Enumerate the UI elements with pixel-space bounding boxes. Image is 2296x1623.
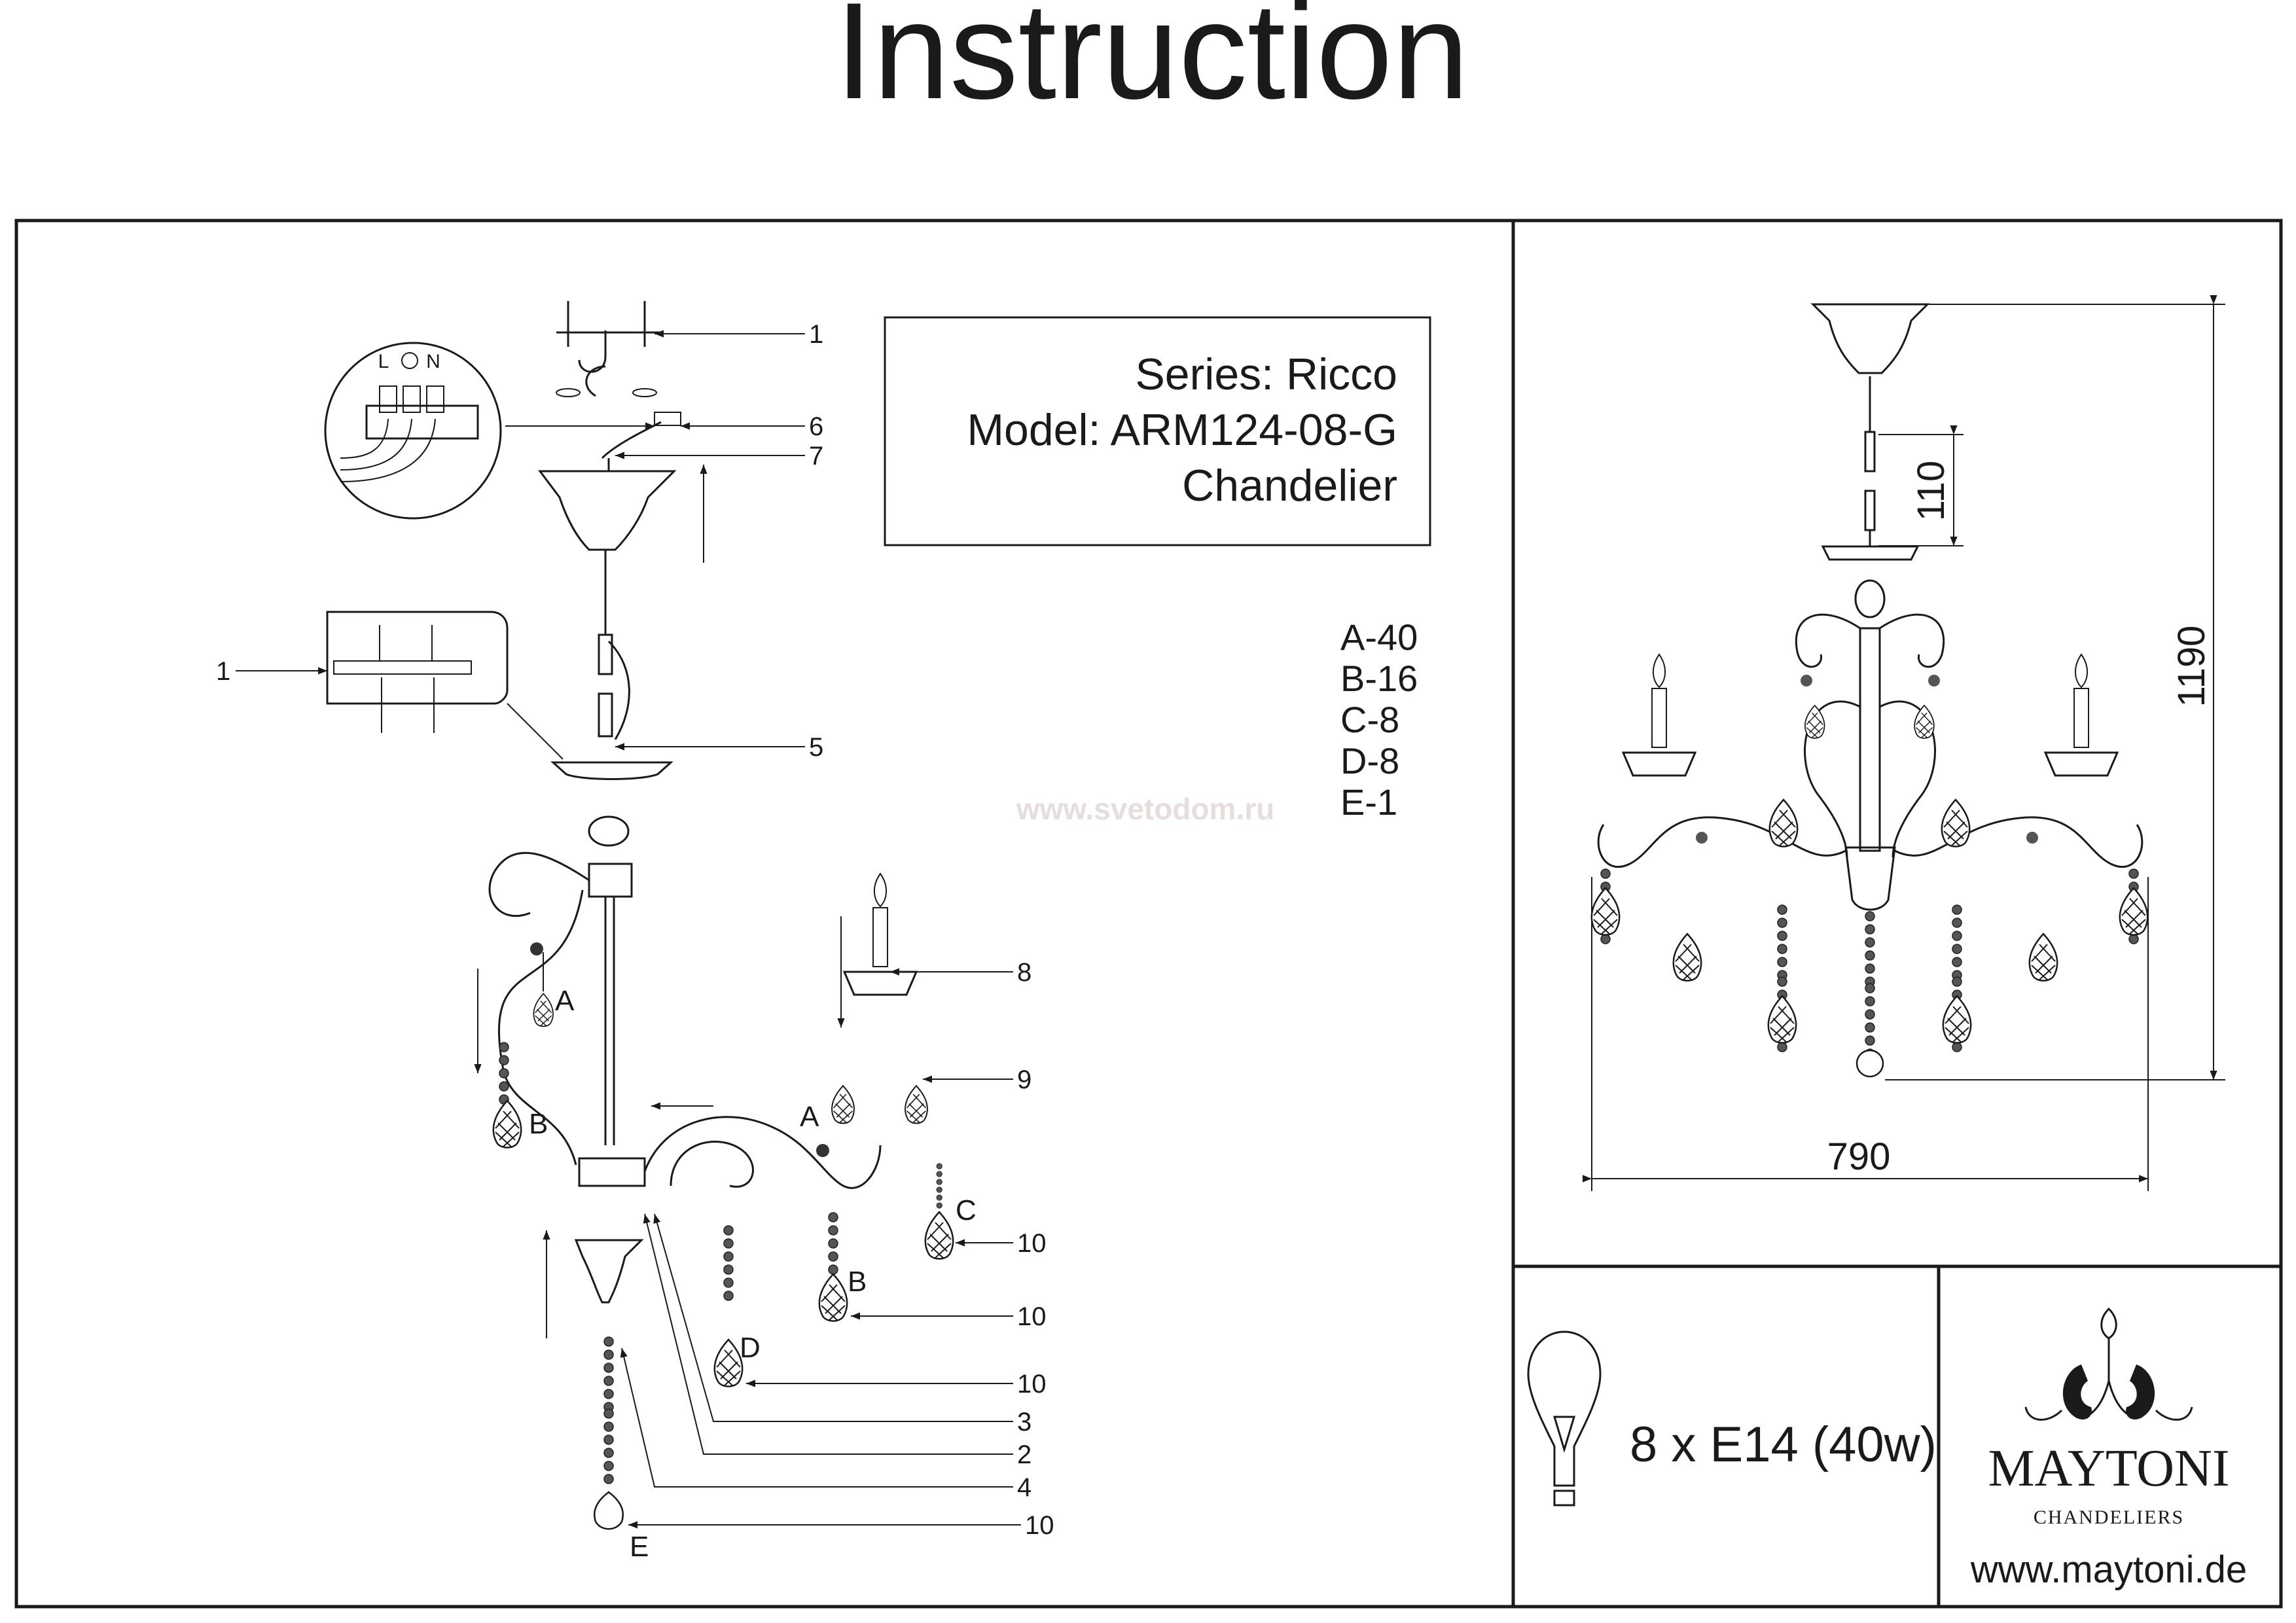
brand-tagline: CHANDELIERS (2034, 1507, 2184, 1528)
dimension-chain-length: 110 (1910, 461, 1952, 521)
parts-item: C-8 (1340, 699, 1399, 740)
terminal-live-label: L (378, 351, 389, 372)
series-label: Series: Ricco (1135, 349, 1397, 399)
terminal-neutral-label: N (426, 351, 440, 372)
crystal-label-e: E (630, 1531, 649, 1563)
crystal-label-d: D (740, 1332, 761, 1364)
model-label: Model: ARM124-08-G (967, 405, 1397, 455)
dimension-width: 790 (1827, 1135, 1891, 1178)
ground-icon (401, 352, 418, 369)
callout-8: 8 (1017, 958, 1031, 987)
maytoni-logo: MAYTONI CHANDELIERS (1988, 1307, 2230, 1528)
callout-2: 2 (1017, 1440, 1031, 1469)
dimension-drawing: 110 1190 790 (1583, 295, 2225, 1191)
info-box: Series: Ricco Model: ARM124-08-G Chandel… (884, 316, 1431, 546)
terminal-block-detail: L N (324, 342, 502, 520)
callout-6: 6 (809, 412, 823, 441)
callout-10: 10 (1025, 1511, 1054, 1540)
callout-3: 3 (1017, 1408, 1031, 1436)
bulb-icon (1527, 1330, 1602, 1507)
crystal-label-c: C (956, 1194, 977, 1226)
callout-1-top: 1 (809, 320, 823, 349)
callout-10: 10 (1017, 1370, 1047, 1399)
hook-bracket-icon (556, 301, 661, 397)
watermark: www.svetodom.ru (1016, 792, 1274, 826)
dimension-height: 1190 (2170, 626, 2213, 707)
crystal-label-a: A (800, 1101, 819, 1133)
product-type-label: Chandelier (1182, 461, 1397, 510)
parts-item: B-16 (1340, 658, 1418, 699)
brand-website[interactable]: www.maytoni.de (1970, 1548, 2247, 1591)
crystal-label-a: A (555, 985, 575, 1017)
callout-5: 5 (809, 733, 823, 762)
callout-10: 10 (1017, 1302, 1047, 1331)
parts-item: A-40 (1340, 616, 1418, 658)
crystal-label-b: B (848, 1266, 867, 1298)
crystal-label-b: B (529, 1108, 548, 1140)
callout-9: 9 (1017, 1065, 1031, 1094)
parts-item: D-8 (1340, 740, 1399, 781)
callout-10: 10 (1017, 1229, 1047, 1258)
bulb-spec-text: 8 x E14 (40w) (1630, 1417, 1937, 1472)
callout-1-left: 1 (216, 657, 230, 686)
canopy (538, 470, 677, 551)
brand-name: MAYTONI (1988, 1440, 2230, 1497)
callout-7: 7 (809, 442, 823, 471)
page-title: Instruction (835, 0, 1469, 128)
parts-list: A-40 B-16 C-8 D-8 E-1 (1340, 616, 1418, 823)
callout-4: 4 (1017, 1473, 1031, 1502)
mounting-plate-detail (326, 611, 509, 733)
parts-item: E-1 (1340, 781, 1397, 823)
assembly-diagram: L N (216, 301, 1054, 1563)
outer-frame (14, 219, 2283, 1609)
